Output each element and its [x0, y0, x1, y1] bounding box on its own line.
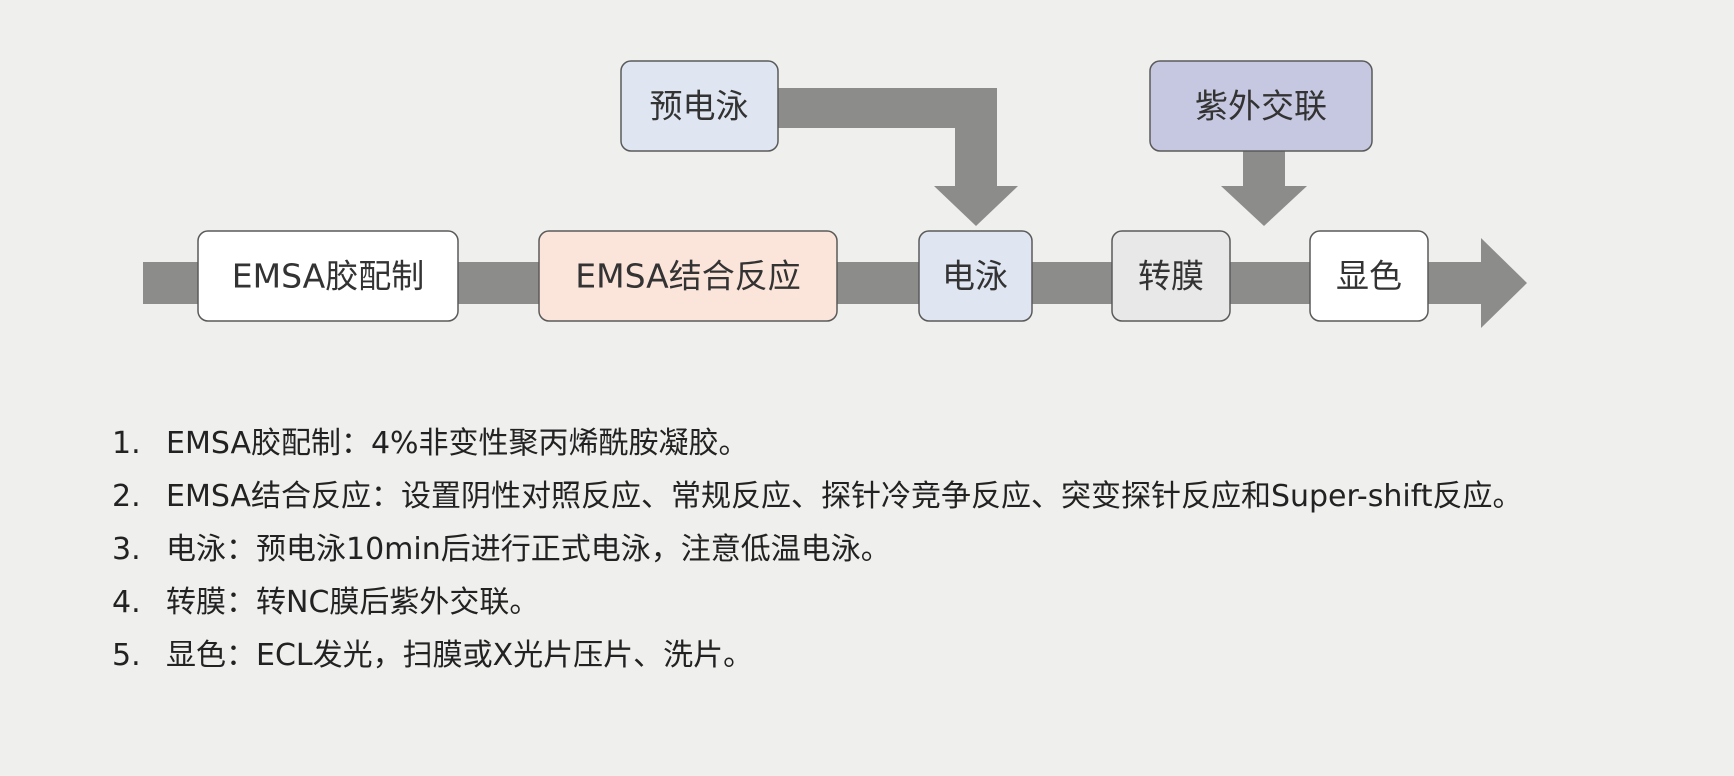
list-item: 2. EMSA结合反应：设置阴性对照反应、常规反应、探针冷竞争反应、突变探针反应…: [112, 473, 1672, 521]
step-box-gel-prep: EMSA胶配制: [197, 230, 459, 322]
crosslink-arrow-head: [1221, 186, 1307, 226]
step-box-pre-electrophoresis: 预电泳: [620, 60, 779, 152]
list-item-text: 电泳：预电泳10min后进行正式电泳，注意低温电泳。: [166, 532, 891, 567]
step-box-label: 显色: [1336, 257, 1402, 296]
list-item-number: 5.: [112, 638, 141, 673]
crosslink-arrow-shaft: [1243, 150, 1285, 188]
step-description-list: 1. EMSA胶配制：4%非变性聚丙烯酰胺凝胶。 2. EMSA结合反应：设置阴…: [112, 420, 1672, 685]
list-item-number: 4.: [112, 585, 141, 620]
list-item-number: 2.: [112, 479, 141, 514]
step-box-transfer: 转膜: [1111, 230, 1231, 322]
step-box-label: 紫外交联: [1195, 87, 1327, 126]
list-item-text: 转膜：转NC膜后紫外交联。: [166, 585, 540, 620]
list-item-text: 显色：ECL发光，扫膜或X光片压片、洗片。: [166, 638, 754, 673]
step-box-label: 电泳: [942, 257, 1008, 296]
workflow-diagram: EMSA胶配制 EMSA结合反应 电泳 转膜 显色 预电泳 紫外交联: [143, 60, 1527, 328]
step-box-detection: 显色: [1309, 230, 1429, 322]
list-item-number: 1.: [112, 426, 141, 461]
list-item: 5. 显色：ECL发光，扫膜或X光片压片、洗片。: [112, 632, 1672, 680]
list-item: 4. 转膜：转NC膜后紫外交联。: [112, 579, 1672, 627]
list-item-text: EMSA结合反应：设置阴性对照反应、常规反应、探针冷竞争反应、突变探针反应和Su…: [166, 479, 1523, 514]
step-box-label: EMSA结合反应: [575, 257, 800, 296]
step-box-label: EMSA胶配制: [232, 257, 424, 296]
step-box-binding-reaction: EMSA结合反应: [538, 230, 838, 322]
list-item: 1. EMSA胶配制：4%非变性聚丙烯酰胺凝胶。: [112, 420, 1672, 468]
step-box-label: 预电泳: [650, 87, 749, 126]
list-item-text: EMSA胶配制：4%非变性聚丙烯酰胺凝胶。: [166, 426, 749, 461]
step-box-uv-crosslink: 紫外交联: [1149, 60, 1373, 152]
pre-electrophoresis-arrow-head: [934, 186, 1018, 226]
list-item: 3. 电泳：预电泳10min后进行正式电泳，注意低温电泳。: [112, 526, 1672, 574]
list-item-number: 3.: [112, 532, 141, 567]
pre-electrophoresis-arrow-vertical: [955, 88, 997, 188]
step-box-label: 转膜: [1138, 257, 1204, 296]
main-arrow-head: [1481, 238, 1527, 328]
step-box-electrophoresis: 电泳: [918, 230, 1033, 322]
